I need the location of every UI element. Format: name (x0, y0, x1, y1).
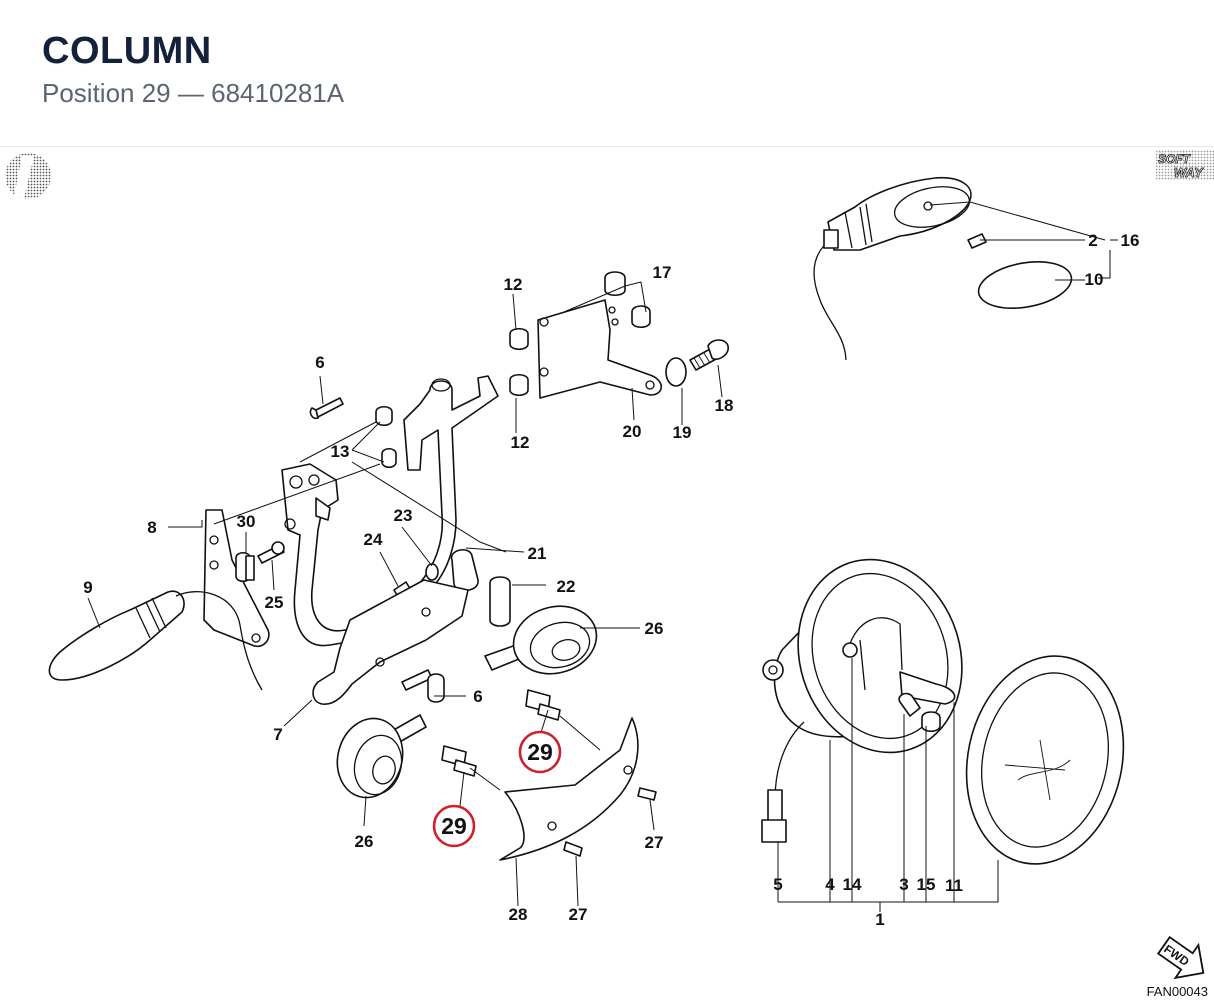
callout-29-upper: 29 (527, 739, 553, 765)
horn-upper-part (484, 605, 598, 675)
headlight-lens-part (965, 655, 1125, 865)
callout-28: 28 (509, 905, 528, 924)
cover-part (499, 717, 657, 861)
leader-lines (87, 201, 1118, 912)
callout-8: 8 (147, 518, 156, 537)
callout-12-bottom: 12 (511, 433, 530, 452)
svg-text:WAY: WAY (1174, 165, 1204, 180)
fasteners-part (235, 397, 511, 627)
callout-11: 11 (945, 876, 963, 895)
callout-labels: 1 2 3 4 5 6 6 7 8 9 10 11 12 12 13 14 15… (83, 231, 1139, 929)
callout-29-lower: 29 (441, 813, 467, 839)
callout-26-lower: 26 (355, 832, 374, 851)
part-number: 68410281A (211, 78, 345, 108)
horn-lower-part (336, 714, 427, 799)
callout-1: 1 (875, 910, 884, 929)
highlighted-callout-29-lower[interactable]: 29 (432, 804, 476, 848)
callout-14: 14 (843, 875, 862, 894)
forward-arrow-icon: FWD (1156, 935, 1205, 980)
left-turn-signal-part (48, 590, 263, 691)
callout-20: 20 (623, 422, 642, 441)
callout-12-top: 12 (504, 275, 523, 294)
callout-24: 24 (364, 530, 383, 549)
callout-21: 21 (528, 544, 547, 563)
callout-5: 5 (773, 875, 782, 894)
softway-logo: SOFT WAY (1156, 150, 1214, 180)
callout-7: 7 (273, 725, 282, 744)
callout-25: 25 (265, 593, 284, 612)
callout-6-top: 6 (315, 353, 324, 372)
callout-6-bottom: 6 (473, 687, 482, 706)
stud-part-29 (441, 689, 561, 777)
separator: — (177, 78, 204, 108)
page-subtitle: Position 29 — 68410281A (42, 78, 344, 109)
svg-text:SOFT: SOFT (1158, 152, 1192, 166)
diagram-code: FAN00043 (1146, 984, 1208, 999)
highlighted-callout-29-upper[interactable]: 29 (518, 730, 562, 774)
callout-13: 13 (331, 442, 350, 461)
brand-badge-icon (5, 153, 51, 199)
callout-16: 16 (1121, 231, 1140, 250)
right-turn-signal-part (813, 176, 1073, 361)
callout-23: 23 (394, 506, 413, 525)
upper-bracket-part (509, 271, 729, 399)
position-label: Position 29 (42, 78, 171, 108)
page-header: COLUMN Position 29 — 68410281A (0, 0, 1214, 147)
page-title: COLUMN (42, 30, 212, 72)
callout-27-right: 27 (645, 833, 664, 852)
callout-3: 3 (899, 875, 908, 894)
callout-18: 18 (715, 396, 734, 415)
callout-15: 15 (917, 875, 936, 894)
callout-4: 4 (825, 875, 835, 894)
headlight-housing-part (761, 558, 963, 843)
callout-27-bottom: 27 (569, 905, 588, 924)
horn-bracket-part (312, 579, 469, 705)
callout-10: 10 (1085, 270, 1104, 289)
callout-19: 19 (673, 423, 692, 442)
callout-22: 22 (557, 577, 576, 596)
callout-30: 30 (237, 512, 256, 531)
callout-26-upper: 26 (645, 619, 664, 638)
callout-17: 17 (653, 263, 672, 282)
callout-2: 2 (1088, 231, 1097, 250)
callout-9: 9 (83, 578, 92, 597)
